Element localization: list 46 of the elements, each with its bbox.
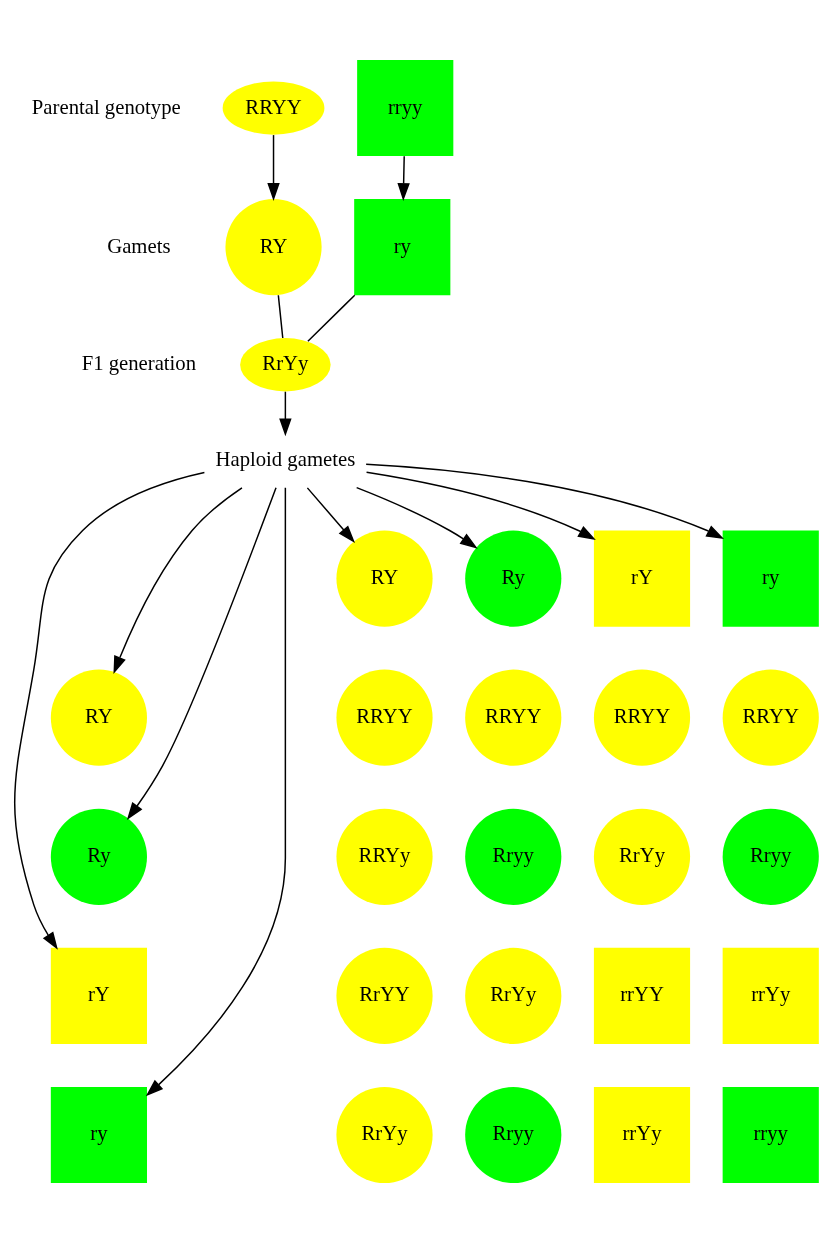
arrow (145, 486, 287, 1097)
arrow (13, 471, 206, 950)
arrow (279, 391, 292, 437)
arrow (365, 463, 725, 540)
node-ellipse: RrYy (240, 338, 331, 392)
node-box: rY (50, 947, 147, 1044)
node-circle: RrYY (336, 947, 433, 1044)
node-circle: Ry (465, 530, 562, 627)
node-box: rryy (357, 59, 454, 157)
arrow (306, 487, 355, 543)
node-box: ry (50, 1086, 147, 1184)
node-circle: RY (336, 530, 433, 627)
node-box: ry (354, 199, 451, 296)
node-circle: RRYy (336, 808, 433, 905)
node-circle: Ry (50, 808, 147, 905)
node-box: rrYY (593, 947, 691, 1044)
label: Gamets (107, 234, 171, 257)
node-circle: Rryy (722, 808, 819, 905)
node-box: rrYy (722, 947, 819, 1044)
node-circle: RrYy (336, 1086, 433, 1184)
node-circle: RrYy (465, 947, 562, 1044)
node-circle: RRYY (336, 669, 433, 766)
arrow (126, 486, 277, 821)
node-ellipse: RRYY (222, 81, 325, 135)
arrow (365, 471, 596, 540)
node-text: Haploid gametes (215, 448, 356, 471)
node-circle: RRYY (722, 669, 819, 766)
node-circle: Rryy (465, 808, 562, 905)
node-circle: Rryy (465, 1086, 562, 1184)
arrow (113, 487, 243, 674)
label: Parental genotype (31, 95, 181, 118)
connector (307, 294, 356, 342)
label: F1 generation (81, 352, 197, 375)
node-circle: RY (50, 669, 147, 766)
arrow (397, 155, 410, 201)
node-box: rryy (722, 1086, 819, 1184)
connector (277, 294, 284, 339)
node-box: rY (593, 530, 691, 627)
node-box: rrYy (593, 1086, 691, 1184)
node-circle: RrYy (593, 808, 691, 905)
node-circle: RRYY (465, 669, 562, 766)
arrow (355, 486, 478, 549)
node-circle: RRYY (593, 669, 691, 766)
arrow (267, 134, 280, 201)
node-circle: RY (225, 199, 322, 296)
node-box: ry (722, 530, 819, 627)
